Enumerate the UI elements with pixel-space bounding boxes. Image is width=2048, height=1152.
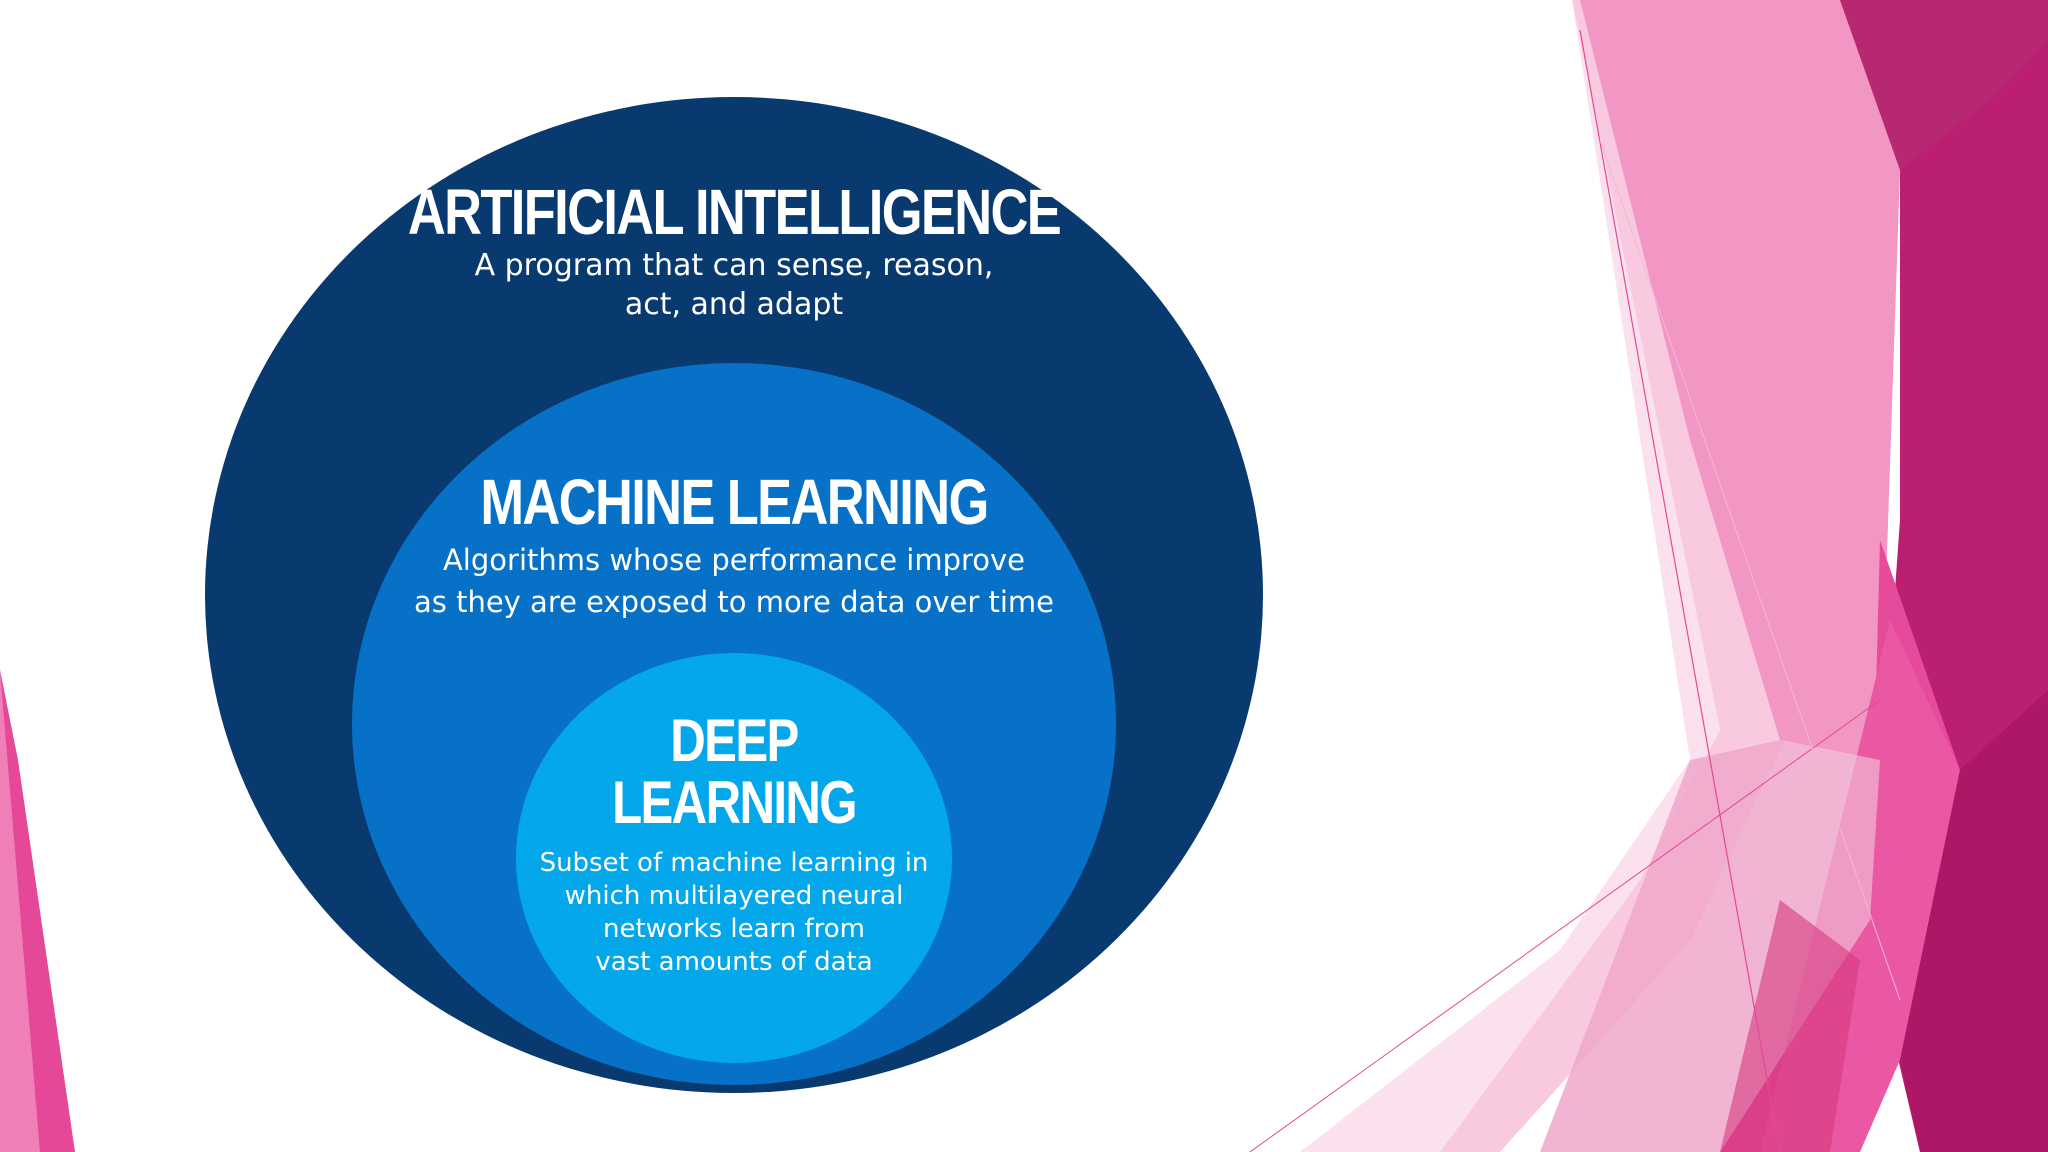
dl-description: Subset of machine learning in which mult… <box>540 847 929 979</box>
ml-title: MACHINE LEARNING <box>480 466 987 538</box>
ml-description: Algorithms whose performance improve as … <box>414 539 1054 623</box>
ml-desc-line-1: Algorithms whose performance improve <box>414 539 1054 581</box>
dl-title: DEEP LEARNING <box>612 710 856 834</box>
dl-desc-line-2: which multilayered neural <box>540 880 929 913</box>
ml-desc-line-2: as they are exposed to more data over ti… <box>414 581 1054 623</box>
ai-desc-line-2: act, and adapt <box>475 285 994 324</box>
dl-title-line-2: LEARNING <box>612 772 856 834</box>
ai-description: A program that can sense, reason, act, a… <box>475 246 994 324</box>
dl-desc-line-3: networks learn from <box>540 913 929 946</box>
ai-title: ARTIFICIAL INTELLIGENCE <box>408 176 1060 248</box>
ai-desc-line-1: A program that can sense, reason, <box>475 246 994 285</box>
dl-desc-line-1: Subset of machine learning in <box>540 847 929 880</box>
dl-desc-line-4: vast amounts of data <box>540 946 929 979</box>
dl-title-line-1: DEEP <box>612 710 856 772</box>
